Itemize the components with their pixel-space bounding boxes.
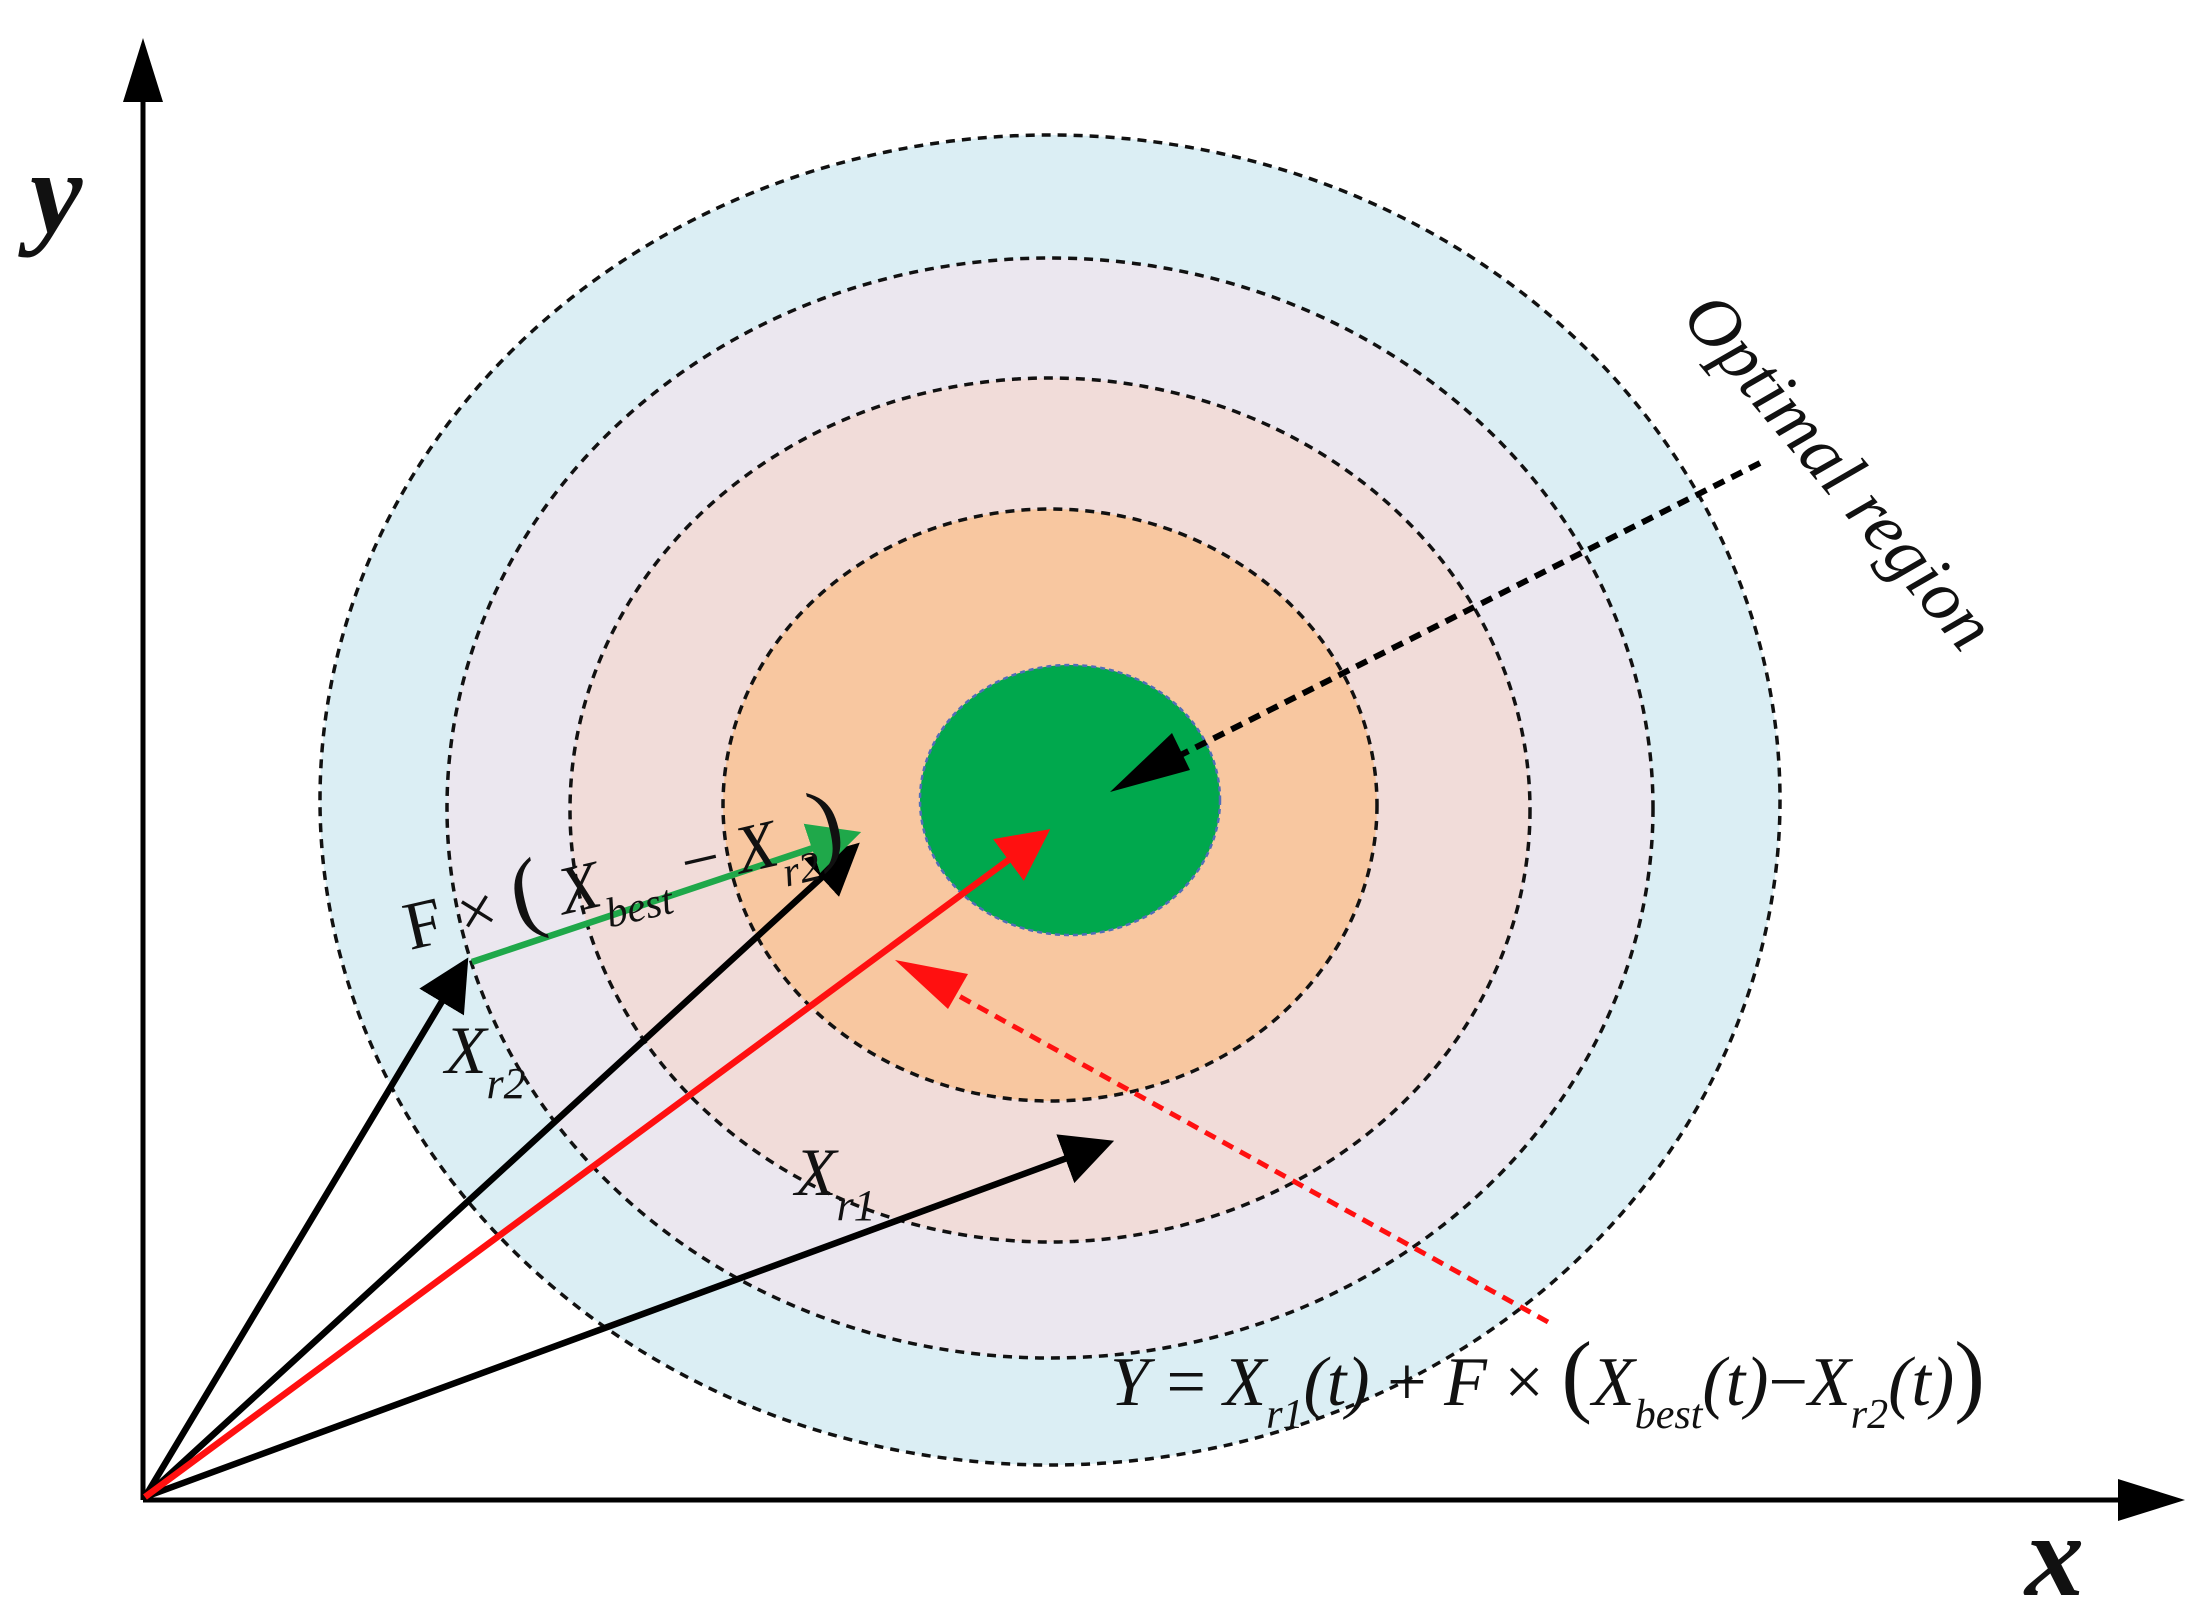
vector-resultant-black (142, 842, 860, 1500)
y-axis-arrowhead (123, 38, 163, 102)
label-x-r1: Xr1 (792, 1134, 876, 1230)
vector-x-r1 (143, 1134, 1115, 1501)
x-axis-label: x (2023, 1490, 2084, 1615)
x-axis-arrowhead (2118, 1479, 2185, 1521)
label-x-r2: Xr2 (442, 1012, 526, 1108)
pointer-to-trial-vector-arrowhead (895, 960, 968, 1009)
pointer-to-optimum-arrowhead (1110, 733, 1190, 792)
vector-x-r2 (142, 957, 469, 1499)
vector-scaled-difference-green (470, 823, 862, 966)
vector-trial-red (143, 829, 1051, 1500)
mutation-formula: Y = Xr1(t) + F × (Xbest(t)−Xr2(t)) (1110, 1323, 1985, 1438)
y-axis-label: y (18, 127, 83, 258)
pointer-to-trial-vector (910, 967, 1550, 1325)
